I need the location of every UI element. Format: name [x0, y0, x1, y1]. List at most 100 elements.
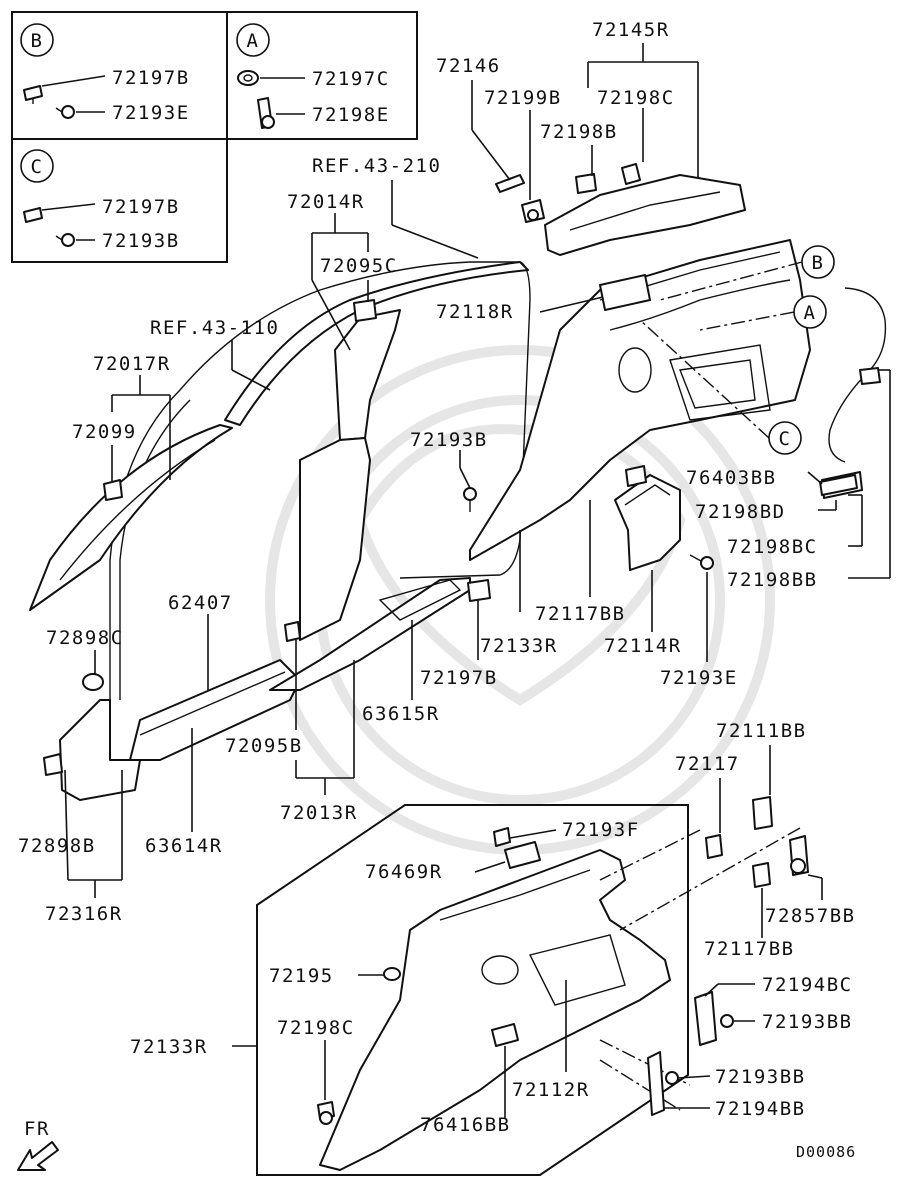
- label-72118r: 72118R: [436, 301, 514, 323]
- clip-72117bb-bot: [752, 862, 771, 888]
- front-pillar-trim: [29, 424, 233, 611]
- screw-icon: [55, 105, 75, 119]
- label-72198c-top: 72198C: [597, 87, 675, 109]
- key-a-part-2: 72198E: [312, 104, 390, 126]
- screw-72193f: [493, 827, 511, 847]
- bracket-72194bc: [694, 991, 717, 1046]
- label-72316r: 72316R: [45, 903, 123, 925]
- label-72898b: 72898B: [18, 835, 96, 857]
- clip-72099: [103, 479, 123, 501]
- callouts: B A C: [599, 245, 835, 1111]
- label-72198bd: 72198BD: [695, 501, 786, 523]
- label-72198c-bot: 72198C: [277, 1017, 355, 1039]
- label-72193f: 72193F: [562, 819, 640, 841]
- front-label: FR: [24, 1118, 50, 1140]
- grommet-icon: [237, 70, 259, 86]
- label-72145r: 72145R: [592, 19, 670, 41]
- clip-72117bb-top: [625, 465, 647, 487]
- clip-76403bb: [819, 474, 858, 496]
- clip-72857bb: [789, 835, 809, 876]
- label-72014r: 72014R: [287, 191, 365, 213]
- label-72095b: 72095B: [225, 735, 303, 757]
- label-76469r: 76469R: [365, 861, 443, 883]
- key-a-letter: A: [247, 30, 260, 52]
- rear-pillar-trim: [544, 174, 746, 256]
- label-72197b: 72197B: [420, 667, 498, 689]
- key-c-letter: C: [31, 156, 44, 178]
- clip-72898b: [43, 753, 63, 776]
- label-72193bb-1: 72193BB: [762, 1011, 853, 1033]
- clip-72117: [705, 834, 723, 859]
- diagram-id: D00086: [796, 1143, 856, 1161]
- label-72898c: 72898C: [46, 627, 124, 649]
- label-72117bb-top: 72117BB: [535, 603, 626, 625]
- label-72112r: 72112R: [512, 1079, 590, 1101]
- label-72013r: 72013R: [280, 802, 358, 824]
- bracket-72194bb: [647, 1051, 665, 1116]
- label-72857bb: 72857BB: [765, 905, 856, 927]
- label-72195: 72195: [269, 965, 334, 987]
- label-72114r: 72114R: [604, 635, 682, 657]
- clip-icon: [23, 85, 43, 104]
- label-63615r: 63615R: [362, 703, 440, 725]
- label-72198bc: 72198BC: [727, 536, 818, 558]
- rear-quarter-trim-detail: [319, 849, 671, 1171]
- label-72198b: 72198B: [540, 121, 618, 143]
- clip-72898c: [82, 673, 104, 691]
- label-72199b: 72199B: [484, 87, 562, 109]
- screw-72193bb-1: [720, 1014, 734, 1028]
- clip-72195: [383, 967, 401, 981]
- ref-43-110: REF.43-110: [150, 317, 279, 339]
- key-a: A 72197C 72198E: [236, 23, 390, 129]
- clip-72197b: [467, 579, 491, 602]
- bracket-72114r: [614, 474, 681, 571]
- clip-72095b: [284, 621, 301, 642]
- front-direction-indicator: FR: [17, 1118, 59, 1171]
- screw-72193bb-2: [665, 1071, 679, 1085]
- rear-quarter-trim-upper: [469, 239, 811, 561]
- front-arrow-icon: [17, 1141, 59, 1171]
- clip-72199b: [521, 199, 545, 223]
- callout-a: A: [804, 302, 817, 324]
- clip-72146: [495, 174, 525, 193]
- label-72193b: 72193B: [410, 429, 488, 451]
- label-76403bb: 76403BB: [686, 467, 777, 489]
- trim-assembly: [29, 174, 887, 801]
- screw-icon: [55, 233, 75, 247]
- key-b: B 72197B 72193E: [20, 23, 190, 124]
- key-c: C 72197B 72193B: [20, 149, 180, 252]
- leader-lines: [64, 43, 891, 1118]
- label-76416bb: 76416BB: [420, 1114, 511, 1136]
- center-pillar-upper: [334, 309, 401, 441]
- label-72198bb: 72198BB: [727, 569, 818, 591]
- clip-icon: [23, 207, 43, 223]
- detail-box: [256, 804, 689, 1176]
- trim-plate-72118r: [599, 274, 651, 311]
- label-72099: 72099: [72, 421, 137, 443]
- key-a-part-1: 72197C: [312, 68, 390, 90]
- label-72117: 72117: [675, 753, 740, 775]
- screw-72193b: [463, 487, 477, 512]
- label-63614r: 63614R: [145, 835, 223, 857]
- legend-box: B 72197B 72193E A 72197C: [11, 11, 418, 263]
- label-72095c: 72095C: [320, 255, 398, 277]
- label-72193bb-2: 72193BB: [715, 1066, 806, 1088]
- label-72146: 72146: [436, 55, 501, 77]
- ref-43-210: REF.43-210: [312, 155, 441, 177]
- key-c-part-1: 72197B: [102, 196, 180, 218]
- center-pillar-lower: [299, 437, 371, 641]
- fasteners: [43, 163, 858, 1125]
- screw-72193e: [689, 554, 714, 570]
- door-opening-outline: [109, 261, 531, 720]
- clip-72095c: [353, 299, 377, 322]
- label-72193e: 72193E: [660, 667, 738, 689]
- label-62407: 62407: [168, 592, 233, 614]
- label-72133r-bot: 72133R: [130, 1036, 208, 1058]
- clip-76416bb: [491, 1023, 519, 1047]
- key-b-part-1: 72197B: [112, 67, 190, 89]
- label-72133r-top: 72133R: [480, 635, 558, 657]
- clip-72198b: [575, 173, 597, 194]
- label-72017r: 72017R: [93, 353, 171, 375]
- clip-72198c: [621, 163, 641, 185]
